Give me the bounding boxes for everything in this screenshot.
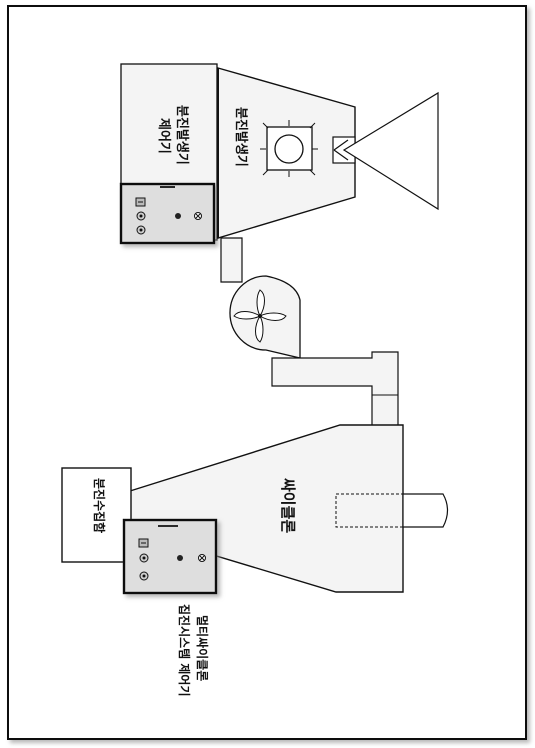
duct-system	[220, 237, 399, 428]
multi-cyclone-controller	[122, 518, 218, 595]
multi-controller-label-line1: 멀티싸이클론	[195, 615, 210, 681]
cyclone-label: 싸이클론	[279, 478, 297, 533]
multi-switch-icon	[138, 538, 149, 548]
dust-spray-cone	[342, 91, 439, 211]
cyclone-outlet-pipe	[402, 493, 449, 528]
generator-label: 분진발생기	[233, 107, 249, 167]
generator-outlet-duct	[220, 237, 243, 283]
generator-controller-label-line1: 분진발생기	[174, 105, 190, 165]
generator-controller-label-line2: 제어기	[156, 118, 172, 154]
dust-collection-box	[61, 467, 132, 563]
multi-controller-label-line2: 집진시스템 제어기	[177, 604, 192, 697]
dust-box-label: 분진수집함	[92, 478, 107, 533]
multi-power-lamp-icon	[198, 554, 206, 562]
multi-indicator-led-icon	[177, 555, 183, 561]
generator-indicator-led-icon	[175, 213, 181, 219]
generator-switch-icon	[135, 197, 146, 207]
generator-controller-unit	[119, 63, 218, 245]
fan-motor-icon	[260, 120, 318, 177]
dust-generator	[217, 67, 439, 239]
generator-power-lamp-icon	[194, 212, 202, 220]
blower-fan-icon	[233, 289, 287, 343]
